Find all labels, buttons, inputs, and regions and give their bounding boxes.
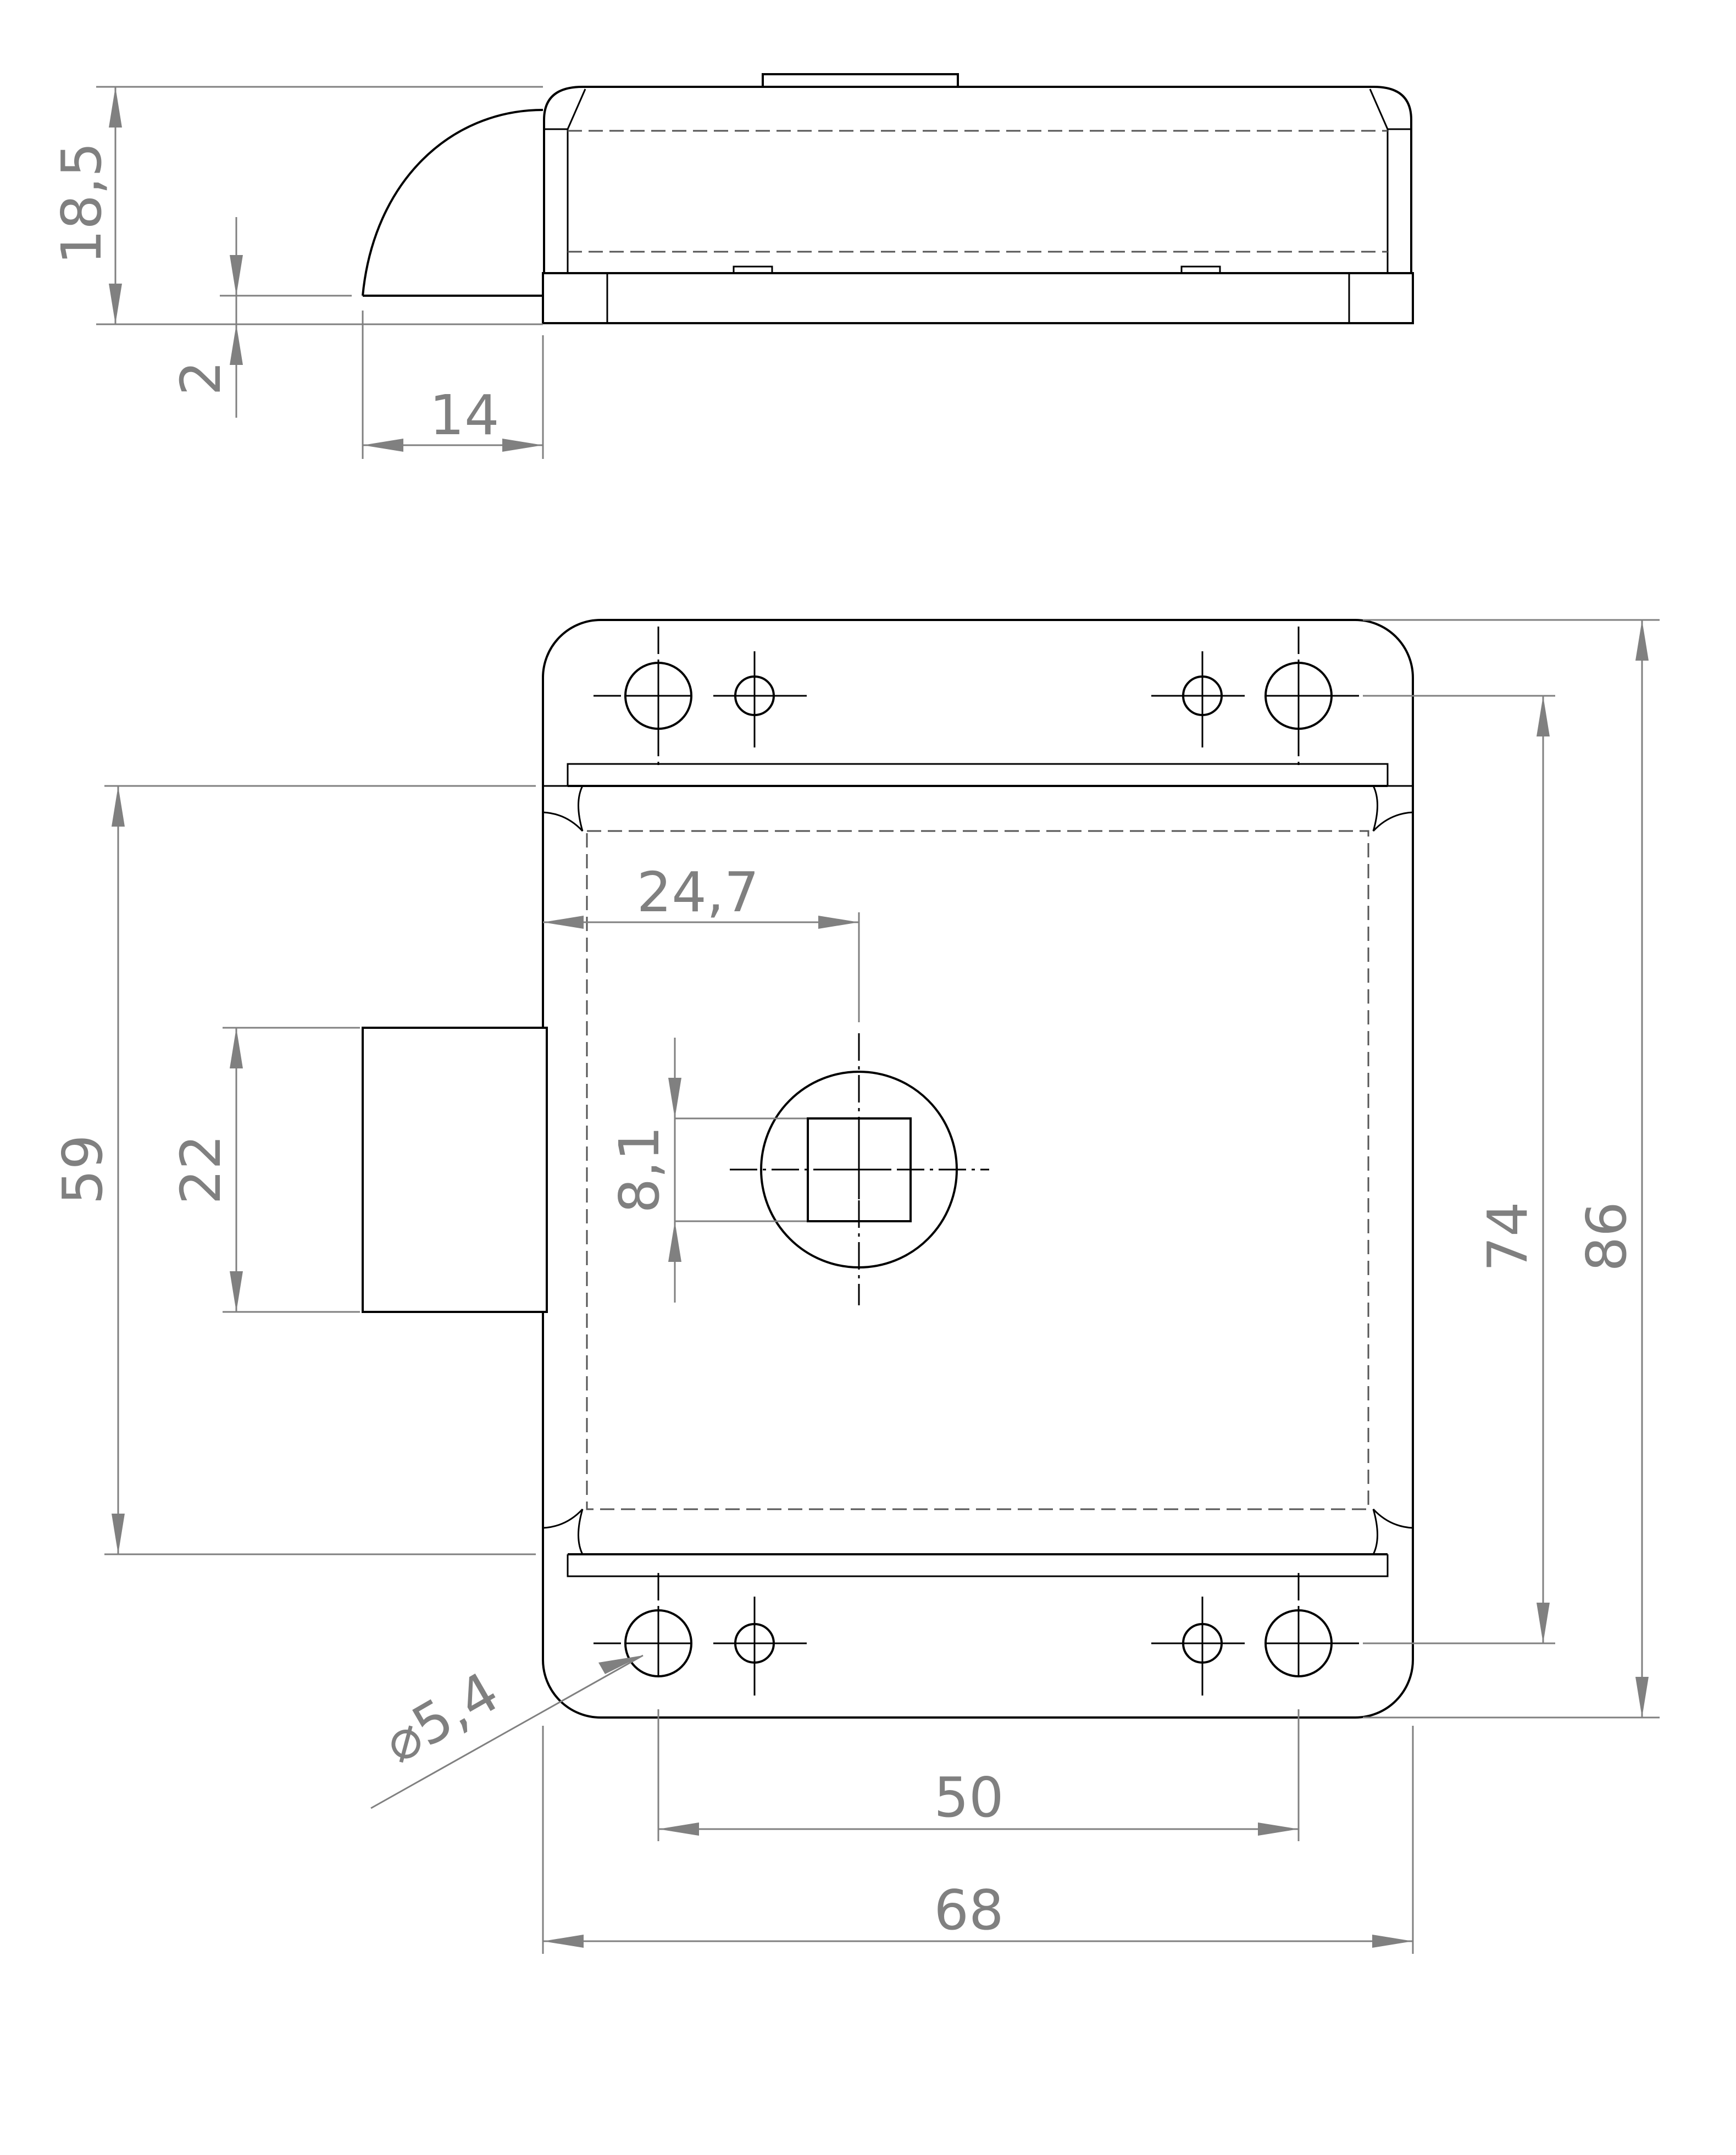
dim-hole-diameter: ⌀5,4: [373, 1660, 509, 1776]
dim-height-total: 18,5: [49, 142, 114, 265]
dim-bolt-projection: 14: [429, 383, 499, 447]
front-view: 24,7 8,1 22 59 74 86: [51, 619, 1660, 1954]
dim-case-height: 59: [51, 1134, 115, 1204]
dim-overall-width: 68: [934, 1878, 1003, 1942]
dim-base-thickness: 2: [169, 361, 233, 396]
dim-overall-height: 86: [1574, 1201, 1639, 1271]
dim-hole-spacing-horizontal: 50: [934, 1765, 1003, 1830]
dim-follower-square: 8,1: [607, 1126, 672, 1213]
side-base-plate: [542, 272, 1414, 324]
side-case-body: [543, 86, 1412, 273]
dim-bolt-height: 22: [169, 1134, 233, 1204]
side-top-tab: [762, 73, 959, 88]
front-bolt: [362, 1027, 548, 1313]
side-bolt-profile: [362, 109, 543, 297]
dim-hole-spacing-vertical: 74: [1476, 1201, 1540, 1271]
small-holes: [713, 651, 1245, 1696]
front-plate: [542, 619, 1414, 1719]
dim-follower-offset: 24,7: [637, 860, 759, 924]
side-view: 18,5 2 14: [49, 73, 1414, 459]
